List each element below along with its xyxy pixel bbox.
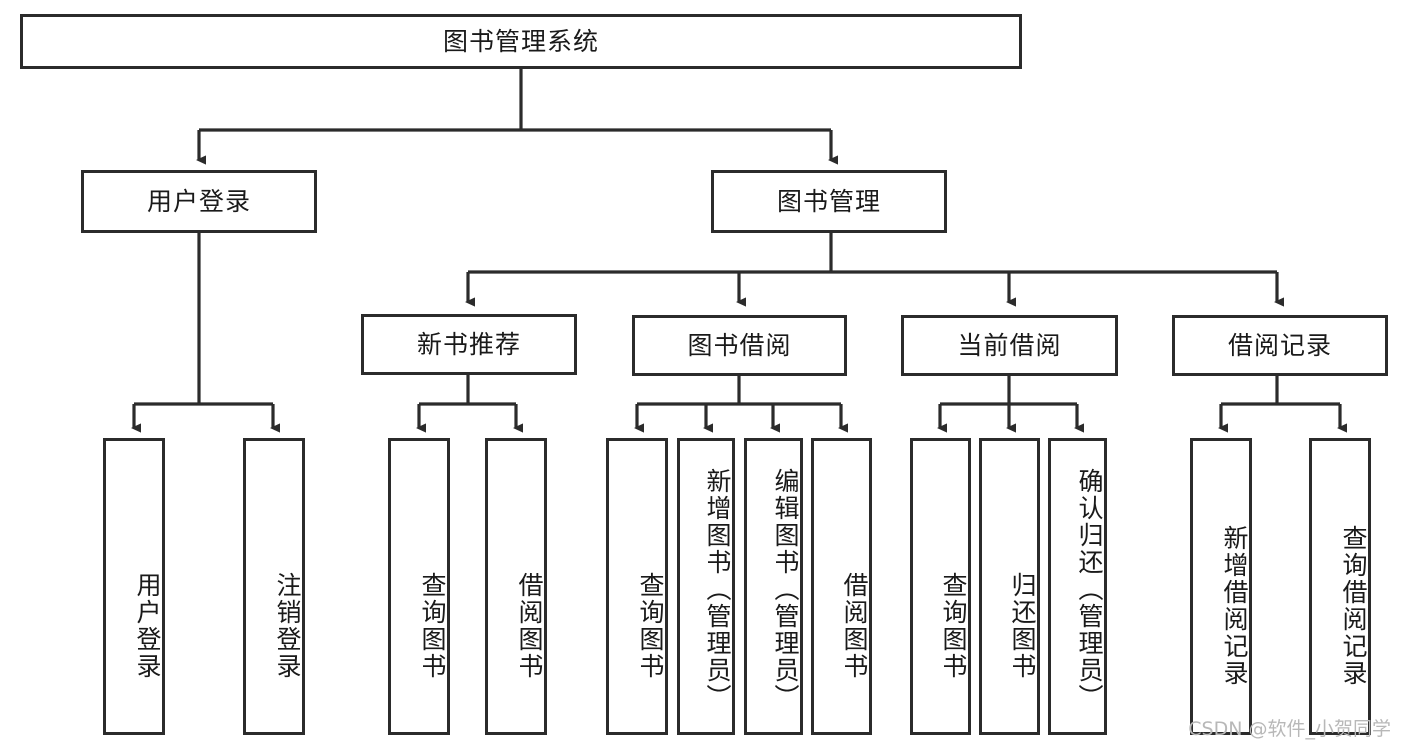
node-leaf-query-book-2-label: 查询图书 — [636, 571, 665, 680]
node-book-borrow[interactable]: 图书借阅 — [632, 315, 847, 376]
node-current-borrow-label: 当前借阅 — [957, 330, 1062, 360]
node-leaf-query-book-1[interactable]: 查询图书 — [388, 438, 450, 735]
node-leaf-borrow-book-1[interactable]: 借阅图书 — [485, 438, 547, 735]
node-leaf-add-record-label: 新增借阅记录 — [1220, 524, 1249, 687]
node-current-borrow[interactable]: 当前借阅 — [901, 315, 1118, 376]
node-leaf-add-record[interactable]: 新增借阅记录 — [1190, 438, 1252, 735]
node-borrow-record-label: 借阅记录 — [1227, 330, 1332, 360]
node-leaf-query-book-1-label: 查询图书 — [418, 571, 447, 680]
node-root-label: 图书管理系统 — [442, 26, 599, 56]
node-leaf-query-book-3[interactable]: 查询图书 — [910, 438, 971, 735]
node-leaf-user-login-label: 用户登录 — [133, 571, 162, 680]
node-leaf-user-login[interactable]: 用户登录 — [103, 438, 165, 735]
node-book-management-label: 图书管理 — [776, 186, 881, 216]
node-user-login-label: 用户登录 — [146, 186, 251, 216]
node-leaf-query-book-3-label: 查询图书 — [939, 571, 968, 680]
node-leaf-user-logout-label: 注销登录 — [273, 571, 302, 680]
node-leaf-user-logout[interactable]: 注销登录 — [243, 438, 305, 735]
node-borrow-record[interactable]: 借阅记录 — [1172, 315, 1388, 376]
node-leaf-return-book[interactable]: 归还图书 — [979, 438, 1040, 735]
node-leaf-add-book-label: 新增图书（管理员） — [703, 468, 732, 711]
node-leaf-borrow-book-1-label: 借阅图书 — [515, 571, 544, 680]
node-leaf-borrow-book-2[interactable]: 借阅图书 — [811, 438, 872, 735]
node-book-borrow-label: 图书借阅 — [687, 330, 792, 360]
node-leaf-return-book-label: 归还图书 — [1008, 571, 1037, 680]
node-book-management[interactable]: 图书管理 — [711, 170, 947, 233]
node-leaf-query-record-label: 查询借阅记录 — [1339, 524, 1368, 687]
node-leaf-borrow-book-2-label: 借阅图书 — [840, 571, 869, 680]
node-leaf-edit-book-label: 编辑图书（管理员） — [771, 468, 800, 711]
node-leaf-query-record[interactable]: 查询借阅记录 — [1309, 438, 1371, 735]
node-leaf-confirm-return[interactable]: 确认归还（管理员） — [1048, 438, 1107, 735]
node-leaf-edit-book[interactable]: 编辑图书（管理员） — [744, 438, 803, 735]
watermark: CSDN @软件_小贺同学 — [1188, 718, 1391, 740]
node-leaf-confirm-return-label: 确认归还（管理员） — [1075, 468, 1104, 711]
node-user-login[interactable]: 用户登录 — [81, 170, 317, 233]
node-leaf-add-book[interactable]: 新增图书（管理员） — [677, 438, 735, 735]
node-new-book-recommend[interactable]: 新书推荐 — [361, 314, 577, 375]
node-root[interactable]: 图书管理系统 — [20, 14, 1022, 69]
node-leaf-query-book-2[interactable]: 查询图书 — [606, 438, 668, 735]
node-new-book-recommend-label: 新书推荐 — [416, 329, 521, 359]
